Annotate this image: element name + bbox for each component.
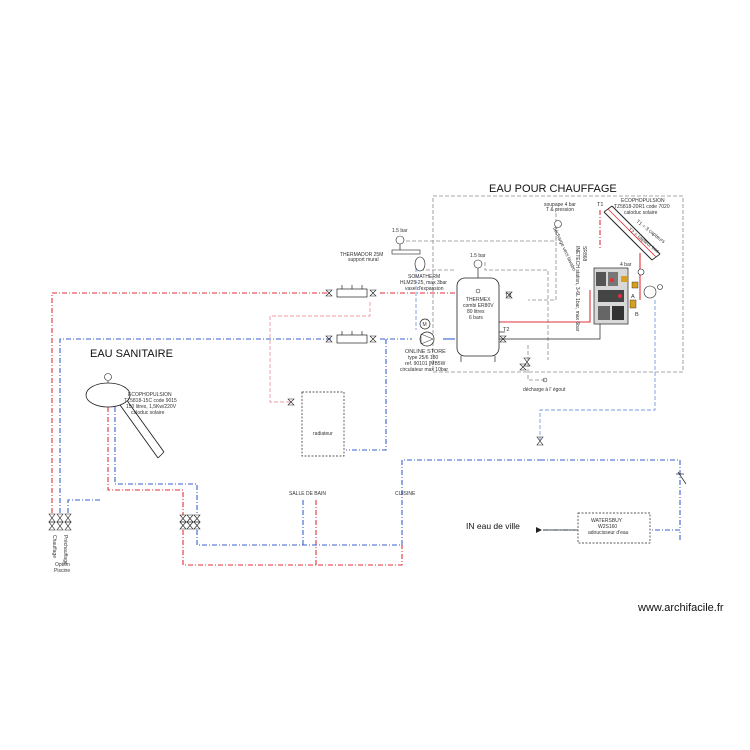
solar-station — [593, 267, 629, 325]
connector-a: A — [631, 294, 635, 300]
safety-valve — [554, 220, 562, 228]
station-vertical-1: SR868 — [581, 246, 587, 262]
collector-top-label-3: caloduc solaire — [624, 210, 658, 216]
heating-zone-frame — [432, 195, 684, 373]
discharge-label: décharge à l' égout — [523, 387, 566, 393]
cold-manifold — [325, 331, 377, 344]
svg-text:M: M — [423, 322, 427, 328]
vertical-valves — [523, 357, 687, 485]
tank-label-3: 80 litres — [467, 309, 485, 315]
station-pressure: 4 bar — [620, 262, 632, 268]
soupape-label-1: soupape 4 bar — [544, 202, 576, 208]
drain-valve — [542, 377, 548, 383]
storage-tank — [456, 259, 500, 362]
thermador-label-1: THERMADOR 25M — [340, 252, 383, 258]
solar-collector-top — [603, 205, 661, 261]
collector-left-label-1: ECOPHOPULSION — [128, 392, 172, 398]
thermador-pressure: 1.5 bar — [392, 228, 408, 234]
sanitary-title: EAU SANITAIRE — [90, 348, 173, 360]
watermark: www.archifacile.fr — [637, 602, 724, 614]
preheating-outlet-label: Préchauffage — [62, 535, 68, 565]
soupape-label-2: T & pression — [546, 207, 574, 213]
pump-label-4: circulateur max 10bar — [400, 367, 448, 373]
radiator — [287, 391, 345, 457]
pump-label-1: ONLINE STORE — [405, 349, 446, 355]
gray-lines — [400, 208, 601, 381]
tank-valves — [499, 291, 527, 371]
collector-fittings — [629, 268, 663, 309]
collector-left-label-3: 150 litres, 1,5Kw/220V — [126, 404, 177, 410]
thermador-label-2: support mural — [348, 257, 379, 263]
tank-label-4: 6 bars — [469, 315, 483, 321]
cold-water-lines — [59, 268, 681, 546]
diag-discharge: décharge vers lavabo — [551, 226, 577, 272]
sensor-t1: T1 — [597, 202, 603, 208]
bathroom-label: SALLE DE BAIN — [289, 491, 326, 497]
softener-label-2: W2S160 — [598, 524, 617, 530]
option-label-2: Piscine — [54, 568, 70, 574]
thermador-mount — [391, 235, 421, 255]
collector-left-label-2: TZ5818-15C code 9015 — [124, 398, 177, 404]
pump-label-3: ref. 90101 [MB5W — [405, 361, 446, 367]
expansion-vessel — [414, 256, 426, 272]
sensor-t2: T2 — [503, 327, 509, 333]
connector-b: B — [635, 312, 639, 318]
pump-label-2: type 25/6 180 — [408, 355, 439, 361]
option-label-1: Option — [55, 562, 70, 568]
circulator-pump: M — [419, 318, 435, 347]
station-vertical-2: INETECH station, 3-6L 1bar, max 6bar — [574, 246, 580, 332]
collector-top-label-2: TZ5818-20R1 code 7020 — [614, 204, 670, 210]
center-valve-cluster — [179, 514, 201, 530]
tank-label-2: combi ER80V — [463, 303, 494, 309]
water-softener — [577, 512, 651, 544]
heating-outlet-label: Chauffage — [51, 535, 57, 558]
radiator-label: radiateur — [313, 431, 333, 437]
solar-collector-left — [85, 373, 165, 459]
collector-left-label-4: caloduc solaire — [131, 410, 165, 416]
somatherm-label-3: vase d'expansion — [405, 286, 444, 292]
softener-label-3: adoucisseur d'eau — [588, 530, 629, 536]
tank-label-1: THERMEX — [466, 297, 491, 303]
softener-label-1: WATERSBUY — [591, 518, 623, 524]
city-water-label: IN eau de ville — [466, 521, 520, 531]
hot-manifold — [325, 285, 377, 298]
somatherm-label-1: SOMATHERM — [408, 274, 440, 280]
collector-top-label-1: ECOPHOPULSION — [621, 198, 665, 204]
heating-title: EAU POUR CHAUFFAGE — [489, 183, 617, 195]
left-valve-cluster — [48, 513, 72, 531]
somatherm-label-2: HLM25-25, max 3bar — [400, 280, 447, 286]
hot-water-lines — [51, 210, 641, 566]
tank-pressure: 1.5 bar — [470, 253, 486, 259]
kitchen-label: CUISINE — [395, 491, 416, 497]
